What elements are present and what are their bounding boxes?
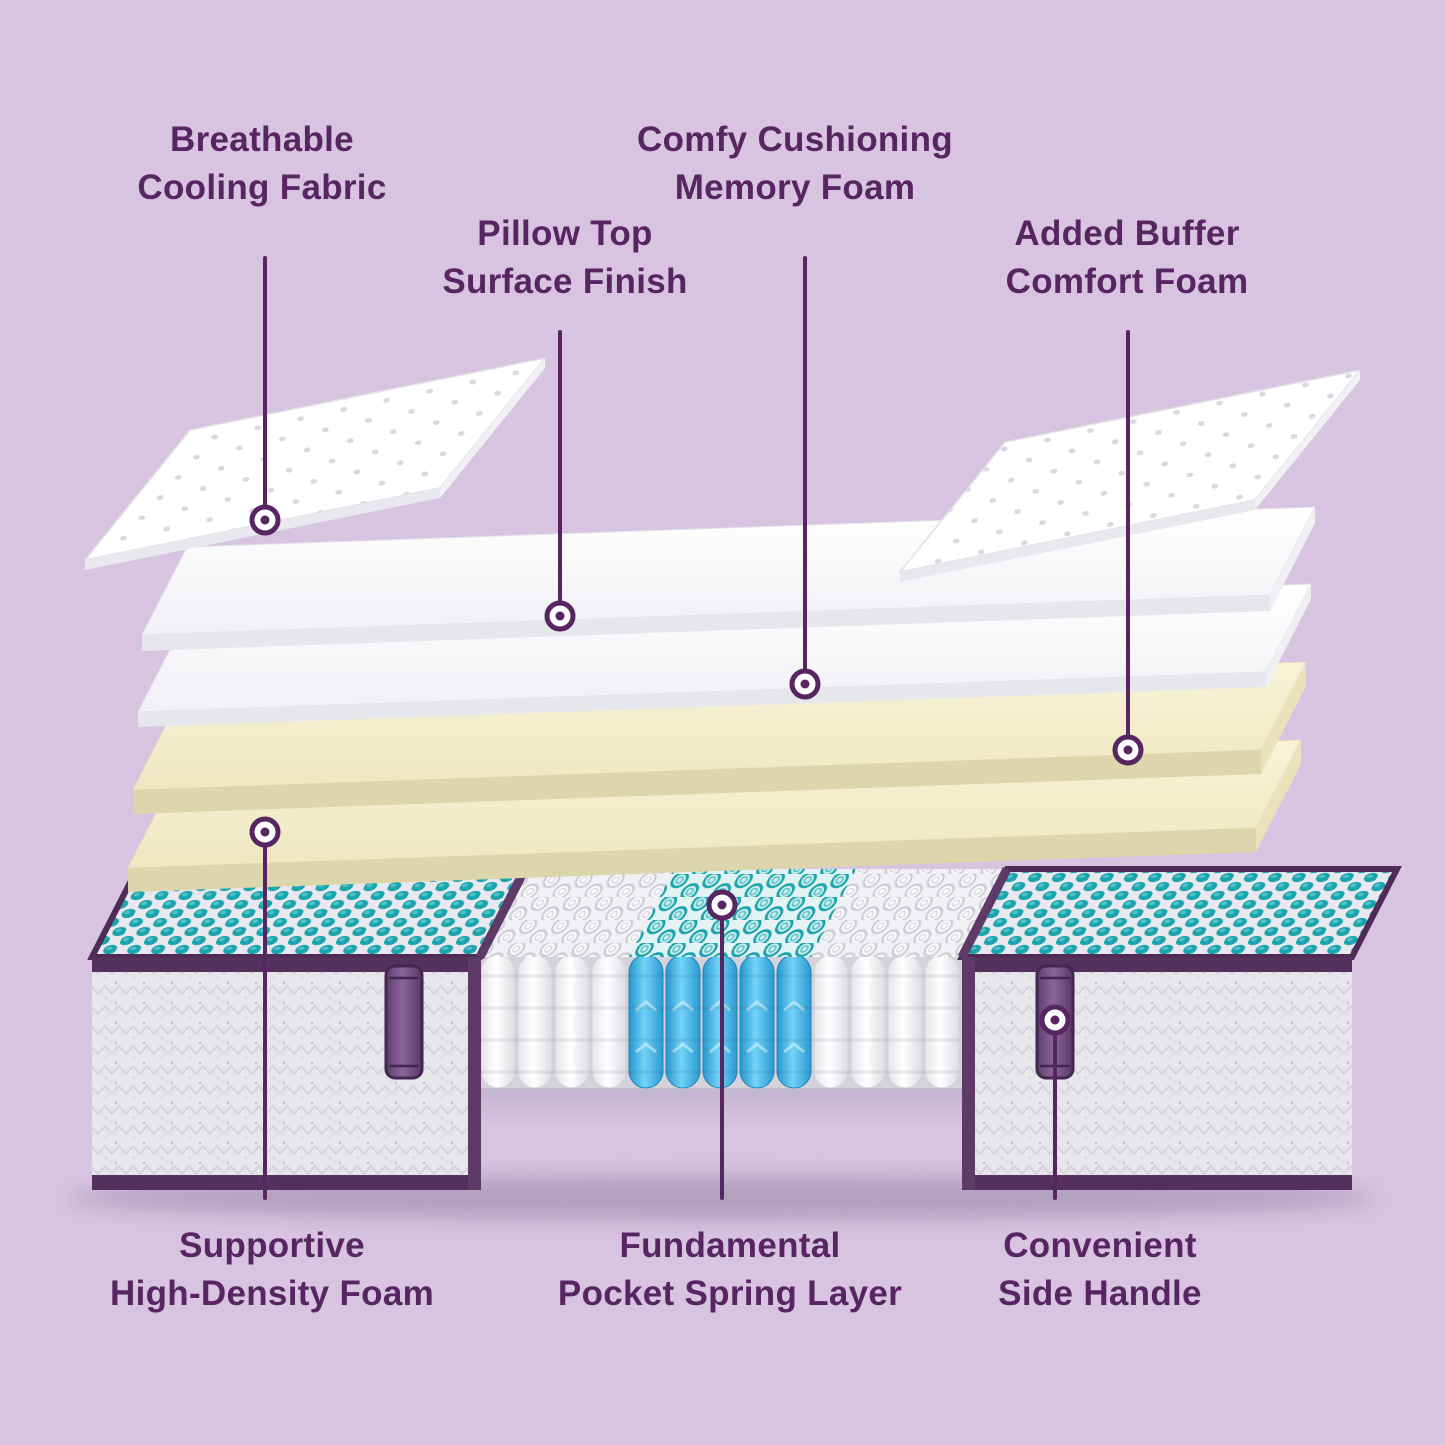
label-line-2: Cooling Fabric	[137, 168, 387, 208]
label-line-1: Pillow Top	[477, 214, 653, 253]
label-line-2: Side Handle	[998, 1274, 1202, 1314]
spring-block-top-teal-band	[629, 869, 856, 957]
label-line-2: Surface Finish	[442, 262, 688, 302]
callout-marker-memory-foam	[789, 668, 821, 700]
callout-marker-buffer-foam	[1112, 734, 1144, 766]
callout-marker-high-density	[249, 816, 281, 848]
label-line-2: Memory Foam	[674, 168, 916, 208]
label-line-1: Comfy Cushioning	[637, 120, 953, 159]
encased-top-right	[957, 866, 1402, 960]
callout-lines	[263, 256, 1130, 1200]
label-comfy-cushioning-memory-foam: Comfy Cushioning Memory Foam	[637, 116, 953, 213]
label-line-1: Convenient	[1003, 1226, 1197, 1265]
callout-marker-pocket-spring	[706, 889, 738, 921]
side-panel-left	[92, 957, 481, 1190]
label-convenient-side-handle: Convenient Side Handle	[998, 1222, 1202, 1319]
label-added-buffer-comfort-foam: Added Buffer Comfort Foam	[1006, 210, 1249, 307]
label-fundamental-pocket-spring-layer: Fundamental Pocket Spring Layer	[558, 1222, 902, 1319]
label-breathable-cooling-fabric: Breathable Cooling Fabric	[137, 116, 386, 213]
pocket-spring-block	[87, 866, 1402, 1190]
label-line-2: Comfort Foam	[1005, 262, 1249, 302]
label-line-1: Fundamental	[619, 1226, 841, 1265]
label-line-1: Breathable	[170, 120, 354, 159]
callout-marker-breathable	[249, 504, 281, 536]
label-line-2: High-Density Foam	[109, 1274, 435, 1314]
callout-marker-pillow-top	[544, 600, 576, 632]
side-handle-left	[384, 964, 424, 1080]
label-line-2: Pocket Spring Layer	[557, 1274, 903, 1314]
label-supportive-high-density-foam: Supportive High-Density Foam	[110, 1222, 434, 1319]
side-panel-right	[962, 957, 1352, 1190]
callout-markers	[249, 504, 1144, 1036]
label-pillow-top-surface-finish: Pillow Top Surface Finish	[442, 210, 687, 307]
callout-marker-side-handle	[1039, 1004, 1071, 1036]
label-line-1: Added Buffer	[1014, 214, 1240, 253]
label-line-1: Supportive	[179, 1226, 365, 1265]
